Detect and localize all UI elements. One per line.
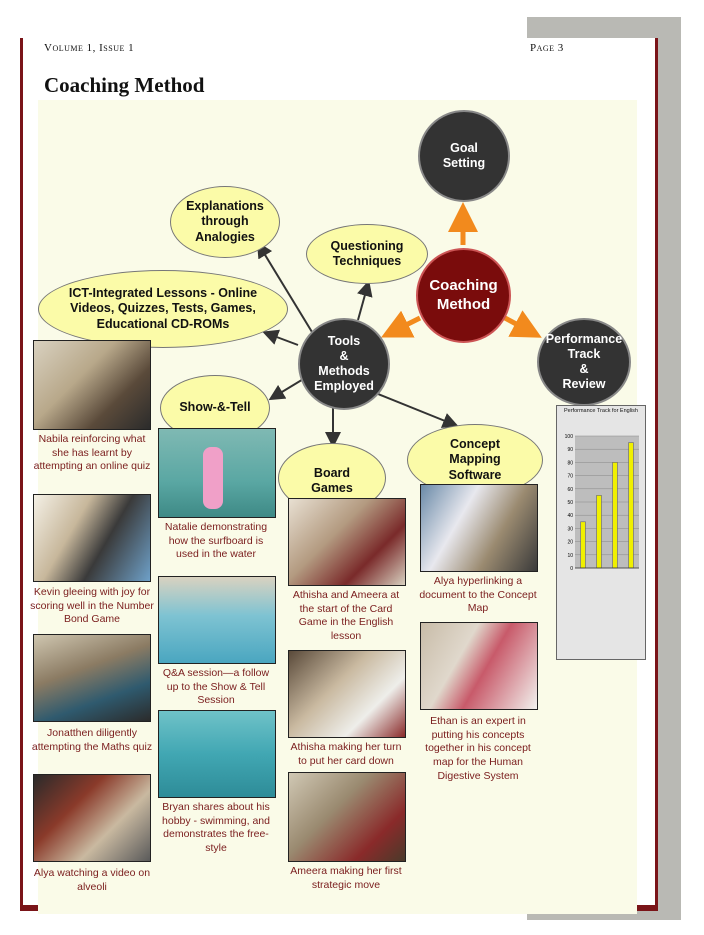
chart-ytick-label: 20 [567, 540, 573, 546]
arrow-tools [381, 310, 422, 338]
chart-ytick-label: 30 [567, 526, 573, 532]
node-tools-methods: Tools & Methods Employed [298, 318, 390, 410]
node-questioning: Questioning Techniques [306, 224, 428, 284]
arrow-explanations [256, 241, 313, 333]
arrow-ict [262, 329, 299, 346]
photo-natalie [158, 428, 276, 518]
chart-plot: 0 10 20 30 40 50 60 70 80 90 100 [565, 434, 639, 572]
chart-ytick-label: 90 [567, 447, 573, 453]
chart-ytick-label: 40 [567, 513, 573, 519]
caption-alya-video: Alya watching a video on alveoli [33, 867, 151, 893]
performance-chart: Performance Track for English 0 10 20 30 40 5… [556, 405, 646, 660]
arrow-performance [503, 310, 542, 338]
photo-alya-hyperlink [420, 484, 538, 572]
photo-bryan [158, 710, 276, 798]
photo-athisha-start [288, 498, 406, 586]
chart-bar [612, 462, 618, 569]
page-title: Coaching Method [44, 73, 205, 97]
chart-ytick-label: 0 [570, 566, 573, 572]
caption-bryan: Bryan shares about his hobby - swimming,… [162, 801, 270, 854]
chart-ytick-label: 60 [567, 487, 573, 493]
chart-ytick-label: 70 [567, 474, 573, 480]
node-performance-track: Performance Track & Review [537, 318, 631, 406]
caption-jonatthen: Jonatthen diligently attempting the Math… [31, 727, 153, 753]
chart-title: Performance Track for English [564, 408, 638, 414]
chart-ytick-label: 100 [565, 434, 574, 440]
chart-ytick-label: 10 [567, 553, 573, 559]
arrow-concept [377, 393, 459, 428]
arrow-questioning [357, 280, 373, 321]
caption-athisha-turn: Athisha making her turn to put her card … [290, 741, 402, 767]
photo-jonatthen [33, 634, 151, 722]
photo-nabila [33, 340, 151, 430]
caption-qa-session: Q&A session—a follow up to the Show & Te… [162, 667, 270, 707]
chart-bar [596, 495, 602, 569]
caption-alya-hyperlink: Alya hyperlinking a document to the Conc… [419, 575, 537, 615]
chart-ytick-label: 80 [567, 460, 573, 466]
node-coaching-method: Coaching Method [416, 248, 511, 343]
arrow-show [268, 377, 306, 401]
photo-qa-session [158, 576, 276, 664]
caption-ameera: Ameera making her first strategic move [290, 865, 402, 891]
caption-nabila: Nabila reinforcing what she has learnt b… [33, 433, 151, 473]
volume-label: Volume 1, Issue 1 [44, 42, 135, 54]
chart-bar [628, 442, 634, 569]
caption-kevin: Kevin gleeing with joy for scoring well … [30, 586, 154, 626]
caption-ethan: Ethan is an expert in putting his concep… [425, 715, 531, 782]
photo-alya-video [33, 774, 151, 862]
node-explanations: Explanations through Analogies [170, 186, 280, 258]
caption-natalie: Natalie demonstrating how the surfboard … [164, 521, 268, 561]
node-ict-lessons: ICT-Integrated Lessons - Online Videos, … [38, 270, 288, 348]
photo-ethan [420, 622, 538, 710]
chart-bar [580, 521, 586, 569]
photo-kevin [33, 494, 151, 582]
chart-ytick-label: 50 [567, 500, 573, 506]
photo-ameera [288, 772, 406, 862]
node-goal-setting: Goal Setting [418, 110, 510, 202]
page-number: Page 3 [530, 42, 564, 54]
caption-athisha-start: Athisha and Ameera at the start of the C… [292, 589, 400, 642]
photo-athisha-turn [288, 650, 406, 738]
